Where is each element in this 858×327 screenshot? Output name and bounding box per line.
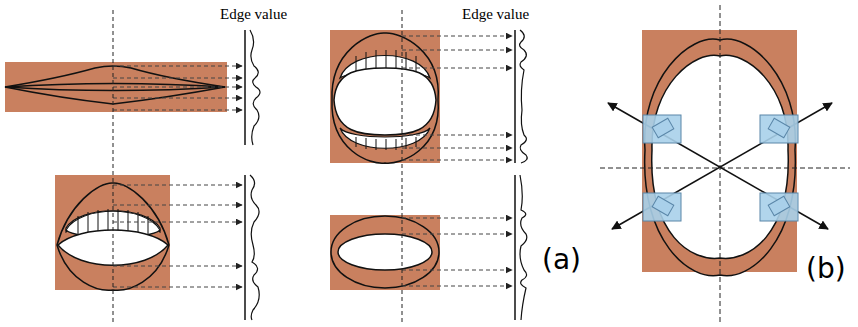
mouth-corner-sensors: [600, 5, 850, 322]
axis-label: Edge value: [220, 6, 287, 23]
center-line: [402, 10, 403, 322]
panel-label: (b): [806, 252, 846, 285]
oval-mouth: [330, 215, 440, 290]
edge-profile: [520, 175, 527, 320]
edge-profile: [250, 30, 260, 145]
axis-label: Edge value: [462, 6, 529, 23]
scan-arrows: [113, 185, 242, 287]
center-line: [113, 10, 114, 322]
scan-arrows: [113, 66, 242, 110]
edge-profile: [520, 30, 528, 163]
panel-label: (a): [542, 243, 581, 276]
scan-arrows: [402, 218, 512, 286]
edge-profile: [250, 175, 259, 320]
scan-arrows: [402, 36, 512, 160]
